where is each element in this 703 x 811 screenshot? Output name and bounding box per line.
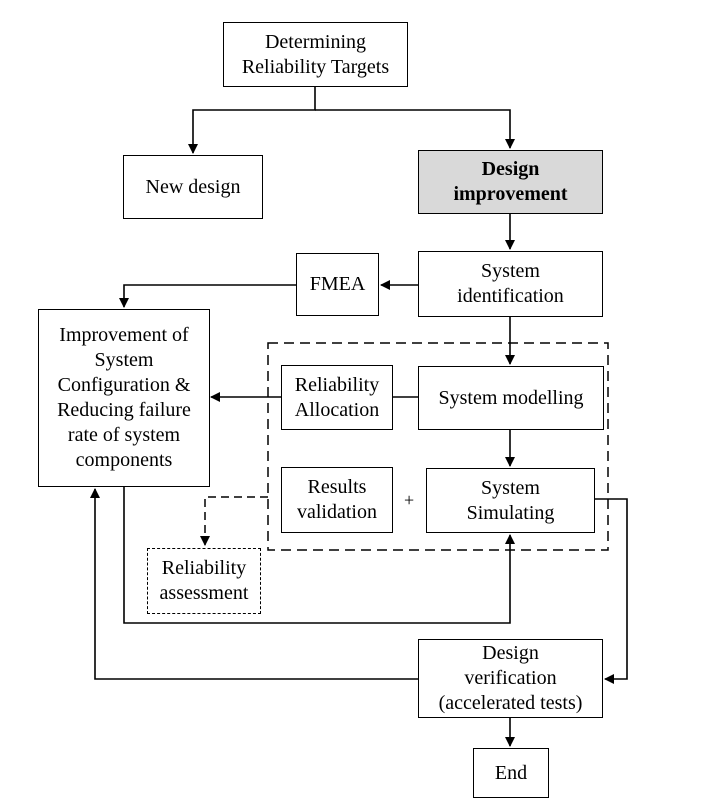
system-identification-box: System identification — [418, 251, 603, 317]
modelling-group-dashed-frame — [267, 342, 609, 551]
fmea-box: FMEA — [296, 253, 379, 316]
arrow-system-simulating-to-design-verification — [595, 498, 628, 684]
design-verification-box: Design verification (accelerated tests) — [418, 639, 603, 718]
plus-sign: + — [404, 490, 415, 510]
arrow-improvement-to-system-simulating — [123, 487, 515, 624]
reliability-assessment-box: Reliability assessment — [147, 548, 261, 614]
results-validation-box: Results validation — [281, 467, 393, 533]
reliability-allocation-box: Reliability Allocation — [281, 365, 393, 430]
improvement-system-configuration-box: Improvement of System Configuration & Re… — [38, 309, 210, 487]
new-design-box: New design — [123, 155, 263, 219]
end-box: End — [473, 748, 549, 798]
determining-reliability-targets-box: Determining Reliability Targets — [223, 22, 408, 87]
system-modelling-box: System modelling — [418, 366, 604, 430]
dashed-arrow-to-reliability-assessment — [200, 496, 268, 546]
system-simulating-box: System Simulating — [426, 468, 595, 533]
arrow-targets-to-new-design — [188, 87, 316, 154]
arrow-design-verification-to-improvement — [90, 488, 418, 680]
arrow-targets-to-design-improvement — [315, 109, 515, 149]
design-improvement-box: Design improvement — [418, 150, 603, 214]
arrow-fmea-to-improvement — [119, 284, 296, 308]
